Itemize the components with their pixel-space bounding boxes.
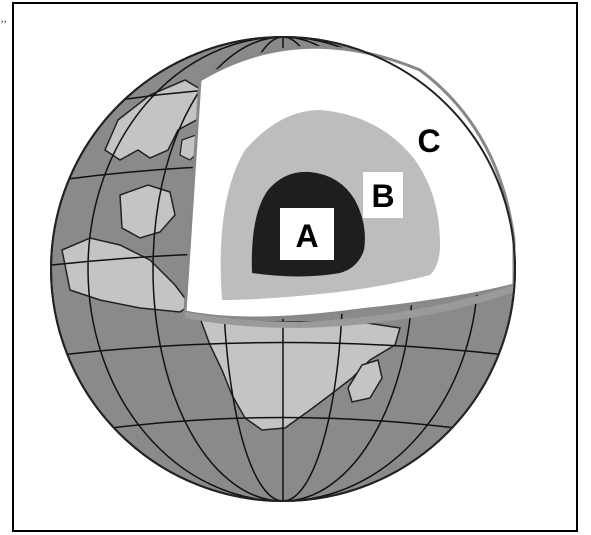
label-a: A (295, 218, 318, 254)
label-c: C (417, 123, 440, 159)
label-b: B (371, 178, 394, 214)
